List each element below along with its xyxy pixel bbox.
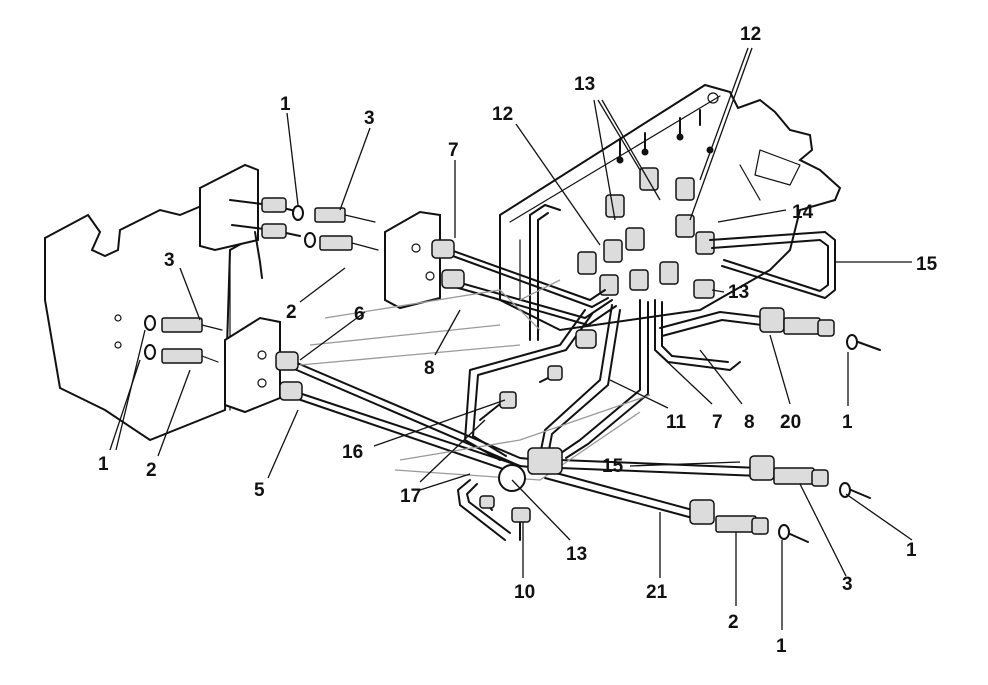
callout-13-lower: 13 — [566, 544, 587, 565]
leader-lines — [109, 47, 913, 630]
callout-17: 17 — [400, 486, 421, 507]
cylinder-head-plate-upper — [199, 163, 259, 252]
injector-nozzles-upper-left — [229, 197, 379, 279]
callout-8-left: 8 — [424, 358, 435, 379]
pump-delivery-fittings — [577, 167, 715, 299]
callout-20: 20 — [780, 412, 801, 433]
injector-nozzles-lower-left — [114, 314, 223, 364]
bolts — [479, 365, 563, 541]
ghost-outlines — [299, 279, 651, 481]
callout-2-upper: 2 — [286, 302, 297, 323]
pipe-nuts — [275, 239, 785, 525]
callout-5: 5 — [254, 480, 265, 501]
callout-11: 11 — [666, 412, 687, 433]
callout-12-left: 12 — [492, 104, 513, 125]
callout-7-top: 7 — [448, 140, 459, 161]
callout-13-top: 13 — [574, 74, 595, 95]
injector-nozzles-right — [715, 317, 881, 543]
callout-1-right: 1 — [842, 412, 853, 433]
callout-numbers: 1 3 7 3 2 6 8 1 2 5 16 17 12 13 12 14 15… — [98, 24, 938, 657]
callout-15-right: 15 — [916, 254, 938, 275]
callout-3-right: 3 — [842, 574, 853, 595]
callout-8-right: 8 — [744, 412, 755, 433]
callout-3-top: 3 — [364, 108, 375, 129]
callout-15-lower: 15 — [602, 456, 624, 477]
callout-16: 16 — [342, 442, 363, 463]
callout-6: 6 — [354, 304, 365, 325]
callout-2-left: 2 — [146, 460, 157, 481]
callout-2-lower: 2 — [728, 612, 739, 633]
callout-7-right: 7 — [712, 412, 723, 433]
cylinder-head-plate-lower — [224, 316, 281, 414]
callout-10: 10 — [514, 582, 535, 603]
callout-14: 14 — [792, 202, 814, 223]
callout-1-left: 1 — [98, 454, 109, 475]
callout-13-right: 13 — [728, 282, 749, 303]
callout-12-top: 12 — [740, 24, 761, 45]
callout-3-left: 3 — [164, 250, 175, 271]
callout-1-top: 1 — [280, 94, 291, 115]
cylinder-head-plate-middle — [384, 210, 441, 310]
pump-studs — [616, 109, 714, 164]
callout-1-far-right: 1 — [906, 540, 917, 561]
callout-21: 21 — [646, 582, 668, 603]
callout-1-bottom: 1 — [776, 636, 787, 657]
